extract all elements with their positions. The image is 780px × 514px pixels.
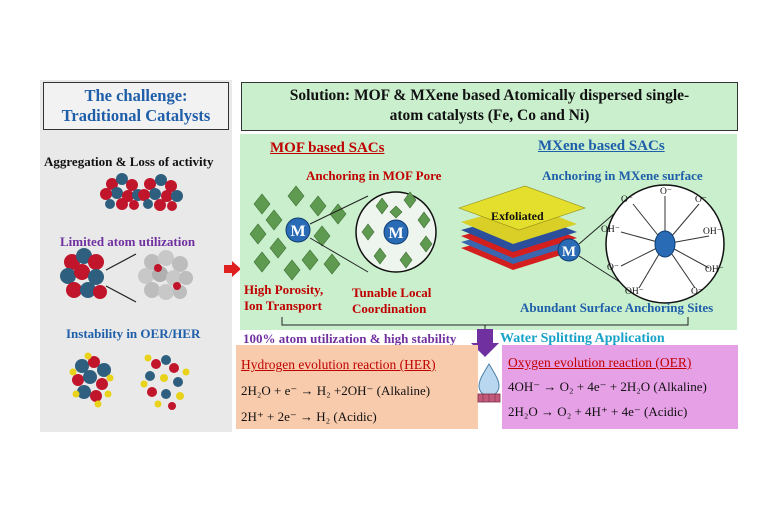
oer-alkaline-reaction: 4OH⁻ → O₂ + 4e⁻ + 2H₂O (Alkaline) (508, 379, 707, 394)
nanoparticle-cluster-icon (60, 248, 193, 303)
her-panel (236, 345, 478, 429)
mxene-group-3: O⁻ (695, 195, 707, 205)
challenge-illustrations (60, 173, 193, 410)
issue-aggregation: Aggregation & Loss of activity (44, 154, 214, 169)
mof-feature-coordination-line1: Tunable Local (352, 285, 432, 300)
mof-pore-metal-label: M (388, 225, 403, 242)
mxene-anchoring-label: Anchoring in MXene surface (542, 168, 703, 183)
mof-anchoring-label: Anchoring in MOF Pore (306, 168, 442, 183)
challenge-title: The challenge: Traditional Catalysts (43, 82, 229, 130)
oer-acidic-reaction: 2H₂O → O₂ + 4H⁺ + 4e⁻ (Acidic) (508, 404, 688, 419)
aggregated-cluster-icon (100, 173, 183, 211)
mof-illustration: M M (249, 185, 437, 281)
water-splitting-label: Water Splitting Application (500, 331, 665, 346)
solution-title: Solution: MOF & MXene based Atomically d… (241, 82, 738, 131)
mxene-illustration: Exfoliated M O⁻ O⁻ O⁻ OH⁻ OH⁻ O⁻ OH⁻ OH⁻… (458, 184, 725, 304)
mxene-layers-icon (458, 185, 586, 270)
mxene-group-6: O⁻ (607, 263, 619, 273)
mof-feature-porosity-line1: High Porosity, (244, 282, 324, 297)
challenge-title-line1: The challenge: (84, 86, 188, 105)
mxene-group-5: OH⁻ (703, 227, 722, 237)
solution-title-line2: atom catalysts (Fe, Co and Ni) (389, 107, 590, 124)
mxene-metal-label: M (562, 244, 576, 260)
issue-atom-utilization: Limited atom utilization (60, 234, 196, 249)
her-title: Hydrogen evolution reaction (HER) (241, 357, 436, 372)
mof-framework-icon (249, 185, 347, 281)
challenge-title-line2: Traditional Catalysts (61, 106, 211, 125)
her-acidic-reaction: 2H⁺ + 2e⁻ → H₂ (Acidic) (241, 409, 377, 424)
arrow-right-icon (224, 261, 241, 277)
solution-title-line1: Solution: MOF & MXene based Atomically d… (289, 87, 690, 104)
exfoliated-label: Exfoliated (491, 209, 544, 223)
mxene-anchoring-sites-label: Abundant Surface Anchoring Sites (520, 300, 714, 315)
her-alkaline-reaction: 2H₂O + e⁻ → H₂ +2OH⁻ (Alkaline) (241, 383, 431, 398)
mxene-group-1: O⁻ (660, 187, 672, 197)
mof-feature-coordination-line2: Coordination (352, 301, 427, 316)
mxene-group-8: OH⁻ (625, 287, 644, 297)
mof-feature-coordination: Tunable Local Coordination (352, 285, 431, 317)
summary-text: 100% atom utilization & high stability (243, 331, 457, 346)
oer-panel (502, 345, 738, 429)
mof-feature-porosity: High Porosity, Ion Transport (244, 282, 323, 314)
mof-heading: MOF based SACs (270, 140, 385, 156)
oer-title: Oxygen evolution reaction (OER) (508, 355, 692, 370)
summary-bracket (281, 317, 689, 357)
degraded-catalyst-icon (69, 352, 190, 410)
mxene-heading: MXene based SACs (538, 138, 665, 154)
mof-metal-label: M (290, 223, 305, 240)
arrow-down-icon (471, 329, 499, 357)
mxene-group-2: O⁻ (621, 195, 633, 205)
mxene-group-9: O⁻ (691, 287, 703, 297)
electrode-droplet-icon (477, 363, 501, 403)
mof-feature-porosity-line2: Ion Transport (244, 298, 322, 313)
issue-instability: Instability in OER/HER (66, 326, 201, 341)
mxene-group-7: OH⁻ (705, 265, 724, 275)
mxene-group-4: OH⁻ (601, 225, 620, 235)
